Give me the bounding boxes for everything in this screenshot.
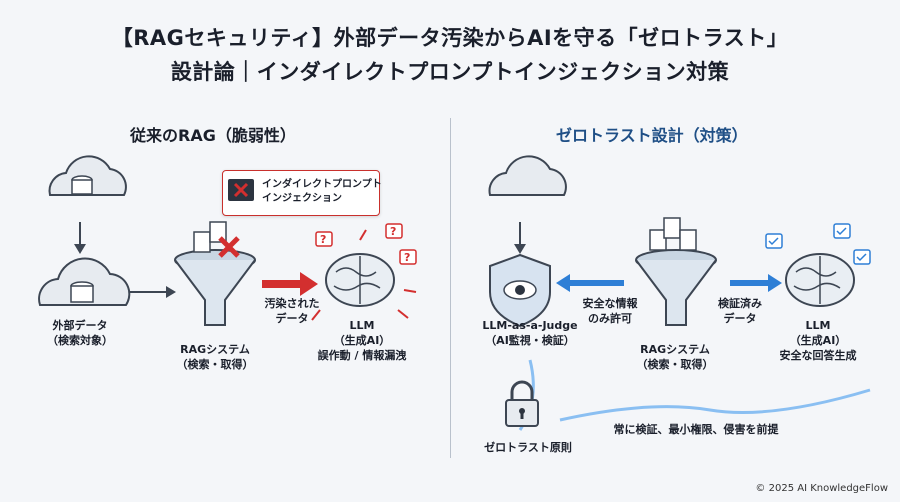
red-x-icon	[218, 236, 240, 258]
page-title: 【RAGセキュリティ】外部データ汚染からAIを守る「ゼロトラスト」	[111, 26, 789, 50]
label-llm-right: LLM （生成AI） 安全な回答生成	[779, 319, 857, 362]
label-principle-desc: 常に検証、最小権限、侵害を前提	[613, 423, 779, 436]
svg-text:?: ?	[320, 233, 326, 246]
right-heading: ゼロトラスト設計（対策）	[556, 126, 748, 145]
alert-x-icon	[228, 179, 254, 201]
funnel-icon-left	[174, 249, 256, 326]
red-arrow	[262, 280, 302, 288]
copyright: © 2025 AI KnowledgeFlow	[755, 483, 888, 494]
svg-text:?: ?	[404, 251, 410, 264]
brain-icon-right	[785, 253, 855, 307]
document-icon	[679, 229, 697, 251]
label-external-data: 外部データ （検索対象）	[47, 319, 113, 347]
blue-arrow-right	[730, 274, 782, 292]
cloud-icon-external-data	[38, 257, 131, 306]
check-icon	[765, 223, 871, 265]
label-rag-system-right: RAGシステム （検索・取得）	[636, 343, 714, 371]
brain-icon-left	[325, 253, 395, 307]
left-heading: 従来のRAG（脆弱性）	[130, 126, 296, 145]
label-verified-data: 検証済み データ	[718, 297, 762, 325]
funnel-icon-right	[635, 249, 717, 326]
label-safe-info: 安全な情報 のみ許可	[582, 297, 638, 325]
document-icon	[193, 231, 211, 253]
document-icon	[649, 229, 667, 251]
page-subtitle: 設計論｜インダイレクトプロンプトインジェクション対策	[170, 60, 730, 84]
lock-icon	[505, 380, 539, 427]
label-llm-left: LLM （生成AI） 誤作動 / 情報漏洩	[317, 319, 407, 362]
label-rag-system-left: RAGシステム （検索・取得）	[176, 343, 254, 371]
label-judge: LLM-as-a-Judge （AI監視・検証）	[482, 319, 578, 347]
shield-eye-icon	[489, 253, 551, 328]
section-divider	[450, 118, 451, 458]
cloud-icon-top-right	[488, 155, 567, 196]
blue-arrow-left	[556, 274, 624, 292]
document-icon	[663, 217, 681, 239]
label-polluted-data: 汚染された データ	[264, 297, 320, 325]
left-diagram: ? ? ?	[38, 155, 417, 326]
svg-text:?: ?	[390, 225, 396, 238]
question-icon: ? ? ?	[315, 223, 417, 265]
cloud-icon-top-left	[48, 155, 127, 196]
callout-text: インダイレクトプロンプト インジェクション	[262, 179, 382, 204]
label-principle: ゼロトラスト原則	[484, 441, 572, 454]
alert-lines	[311, 229, 417, 321]
right-diagram	[488, 155, 871, 431]
